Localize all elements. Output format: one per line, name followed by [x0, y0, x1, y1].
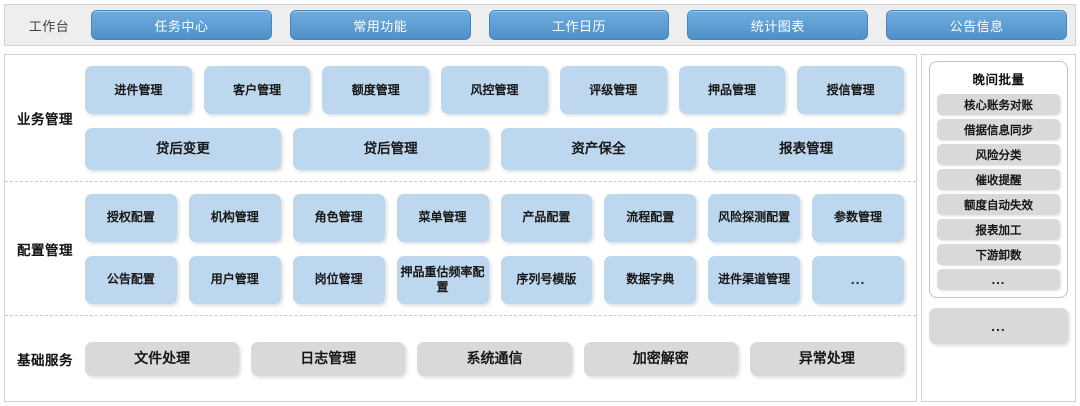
module-daihou-biangeng[interactable]: 贷后变更	[85, 128, 281, 170]
right-side-panel: 晚间批量 核心账务对账 借据信息同步 风险分类 催收提醒 额度自动失效 报表加工…	[921, 54, 1076, 402]
module-rizhi-guanli[interactable]: 日志管理	[251, 341, 406, 376]
module-board: 业务管理 进件管理 客户管理 额度管理 风控管理 评级管理 押品管理 授信管理 …	[4, 54, 917, 402]
batch-item-loan-receipt-sync[interactable]: 借据信息同步	[937, 119, 1060, 140]
module-shouquan-peizhi[interactable]: 授权配置	[85, 193, 177, 242]
module-edu-guanli[interactable]: 额度管理	[322, 66, 430, 114]
tab-list: 任务中心 常用功能 工作日历 统计图表 公告信息	[85, 10, 1067, 40]
module-chanpin-peizhi[interactable]: 产品配置	[500, 193, 593, 242]
section-rows-basic-services: 文件处理 日志管理 系统通信 加密解密 异常处理	[85, 341, 916, 376]
tab-work-calendar[interactable]: 工作日历	[488, 10, 670, 40]
nightly-batch-panel: 晚间批量 核心账务对账 借据信息同步 风险分类 催收提醒 额度自动失效 报表加工…	[929, 61, 1068, 298]
module-caidan-guanli[interactable]: 菜单管理	[396, 193, 489, 242]
tab-announcements[interactable]: 公告信息	[886, 10, 1067, 40]
batch-item-report-processing[interactable]: 报表加工	[937, 219, 1060, 240]
section-basic-services: 基础服务 文件处理 日志管理 系统通信 加密解密 异常处理	[5, 316, 916, 401]
module-gonggao-peizhi[interactable]: 公告配置	[85, 255, 177, 304]
module-fengxian-tance-peizhi[interactable]: 风险探测配置	[708, 193, 801, 242]
module-juese-guanli[interactable]: 角色管理	[292, 193, 385, 242]
batch-item-downstream-data-unload[interactable]: 下游卸数	[937, 244, 1060, 265]
module-yonghu-guanli[interactable]: 用户管理	[188, 255, 281, 304]
batch-item-risk-classification[interactable]: 风险分类	[937, 144, 1060, 165]
section-label-business: 业务管理	[17, 112, 73, 127]
module-pingji-guanli[interactable]: 评级管理	[559, 66, 667, 114]
module-daihou-guanli[interactable]: 贷后管理	[292, 128, 489, 170]
module-shouxin-guanli[interactable]: 授信管理	[797, 66, 905, 114]
section-rows-business: 进件管理 客户管理 额度管理 风控管理 评级管理 押品管理 授信管理 贷后变更 …	[85, 66, 916, 170]
module-jinjian-qudao-guanli[interactable]: 进件渠道管理	[708, 255, 801, 304]
module-yapin-chonggu-pinlv[interactable]: 押品重估频率配置	[396, 255, 489, 304]
module-zichan-baoquan[interactable]: 资产保全	[500, 128, 697, 170]
module-fengkong-guanli[interactable]: 风控管理	[441, 66, 548, 114]
top-navigation-bar: 工作台 任务中心 常用功能 工作日历 统计图表 公告信息	[4, 4, 1076, 46]
tab-task-center[interactable]: 任务中心	[91, 10, 272, 40]
module-xuliehao-muban[interactable]: 序列号模版	[500, 255, 593, 304]
module-row: 文件处理 日志管理 系统通信 加密解密 异常处理	[85, 341, 905, 376]
tab-statistics-charts[interactable]: 统计图表	[687, 10, 869, 40]
section-business-management: 业务管理 进件管理 客户管理 额度管理 风控管理 评级管理 押品管理 授信管理 …	[5, 55, 916, 181]
module-canshu-guanli[interactable]: 参数管理	[812, 193, 904, 242]
module-jigou-guanli[interactable]: 机构管理	[188, 193, 281, 242]
module-row: 授权配置 机构管理 角色管理 菜单管理 产品配置 流程配置 风险探测配置 参数管…	[85, 193, 904, 242]
batch-item-credit-limit-auto-expire[interactable]: 额度自动失效	[937, 194, 1060, 215]
module-yichang-chuli[interactable]: 异常处理	[749, 341, 905, 376]
section-rows-configuration: 授权配置 机构管理 角色管理 菜单管理 产品配置 流程配置 风险探测配置 参数管…	[85, 193, 916, 304]
module-gangwei-guanli[interactable]: 岗位管理	[292, 255, 385, 304]
batch-item-core-account-reconciliation[interactable]: 核心账务对账	[937, 94, 1060, 115]
nightly-batch-title: 晚间批量	[972, 73, 1025, 87]
module-liucheng-peizhi[interactable]: 流程配置	[604, 193, 697, 242]
module-baobiao-guanli[interactable]: 报表管理	[708, 128, 904, 170]
module-more-configuration[interactable]: ...	[812, 255, 904, 304]
module-yapin-guanli[interactable]: 押品管理	[678, 66, 786, 114]
section-configuration-management: 配置管理 授权配置 机构管理 角色管理 菜单管理 产品配置 流程配置 风险探测配…	[5, 181, 916, 316]
module-row: 贷后变更 贷后管理 资产保全 报表管理	[85, 128, 904, 170]
module-shuju-zidian[interactable]: 数据字典	[604, 255, 697, 304]
module-jinjian-guanli[interactable]: 进件管理	[85, 66, 192, 114]
section-label-configuration: 配置管理	[17, 242, 73, 258]
page-title: 工作台	[28, 18, 70, 34]
tab-common-functions[interactable]: 常用功能	[289, 10, 471, 40]
module-row: 公告配置 用户管理 岗位管理 押品重估频率配置 序列号模版 数据字典 进件渠道管…	[85, 255, 904, 304]
module-wenjian-chuli[interactable]: 文件处理	[85, 341, 240, 376]
right-panel-more-button[interactable]: ...	[929, 308, 1068, 344]
module-row: 进件管理 客户管理 额度管理 风控管理 评级管理 押品管理 授信管理	[85, 66, 905, 114]
module-xitong-tongxin[interactable]: 系统通信	[417, 341, 572, 376]
module-jiami-jiemi[interactable]: 加密解密	[583, 341, 738, 376]
batch-item-collection-reminder[interactable]: 催收提醒	[937, 169, 1060, 190]
batch-item-more[interactable]: ...	[937, 269, 1060, 290]
module-kehu-guanli[interactable]: 客户管理	[203, 66, 311, 114]
section-label-basic-services: 基础服务	[17, 352, 73, 368]
